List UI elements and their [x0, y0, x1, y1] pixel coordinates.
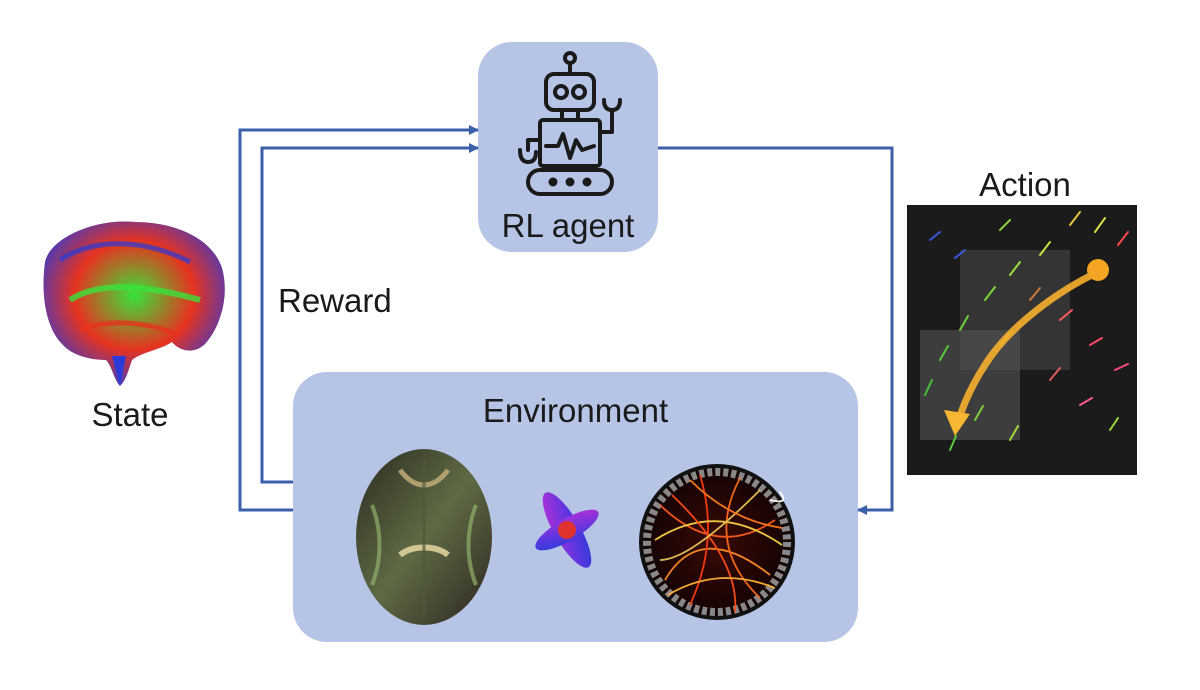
robot-icon — [518, 51, 622, 196]
environment-label: Environment — [482, 392, 669, 429]
action-label: Action — [979, 166, 1071, 203]
state-label: State — [91, 396, 169, 433]
reward-label: Reward — [278, 282, 392, 319]
fodf-glyph-icon — [535, 492, 599, 568]
action-arrow — [658, 146, 894, 515]
agent-label: RL agent — [501, 207, 635, 244]
brain-slice-icon — [356, 449, 492, 625]
peak-field-trajectory-icon — [907, 205, 1137, 475]
connectome-circle-icon — [639, 464, 795, 620]
brain-tractography-icon — [43, 221, 225, 386]
reward-arrow-outer — [238, 125, 479, 512]
reward-arrow-inner — [260, 143, 479, 484]
